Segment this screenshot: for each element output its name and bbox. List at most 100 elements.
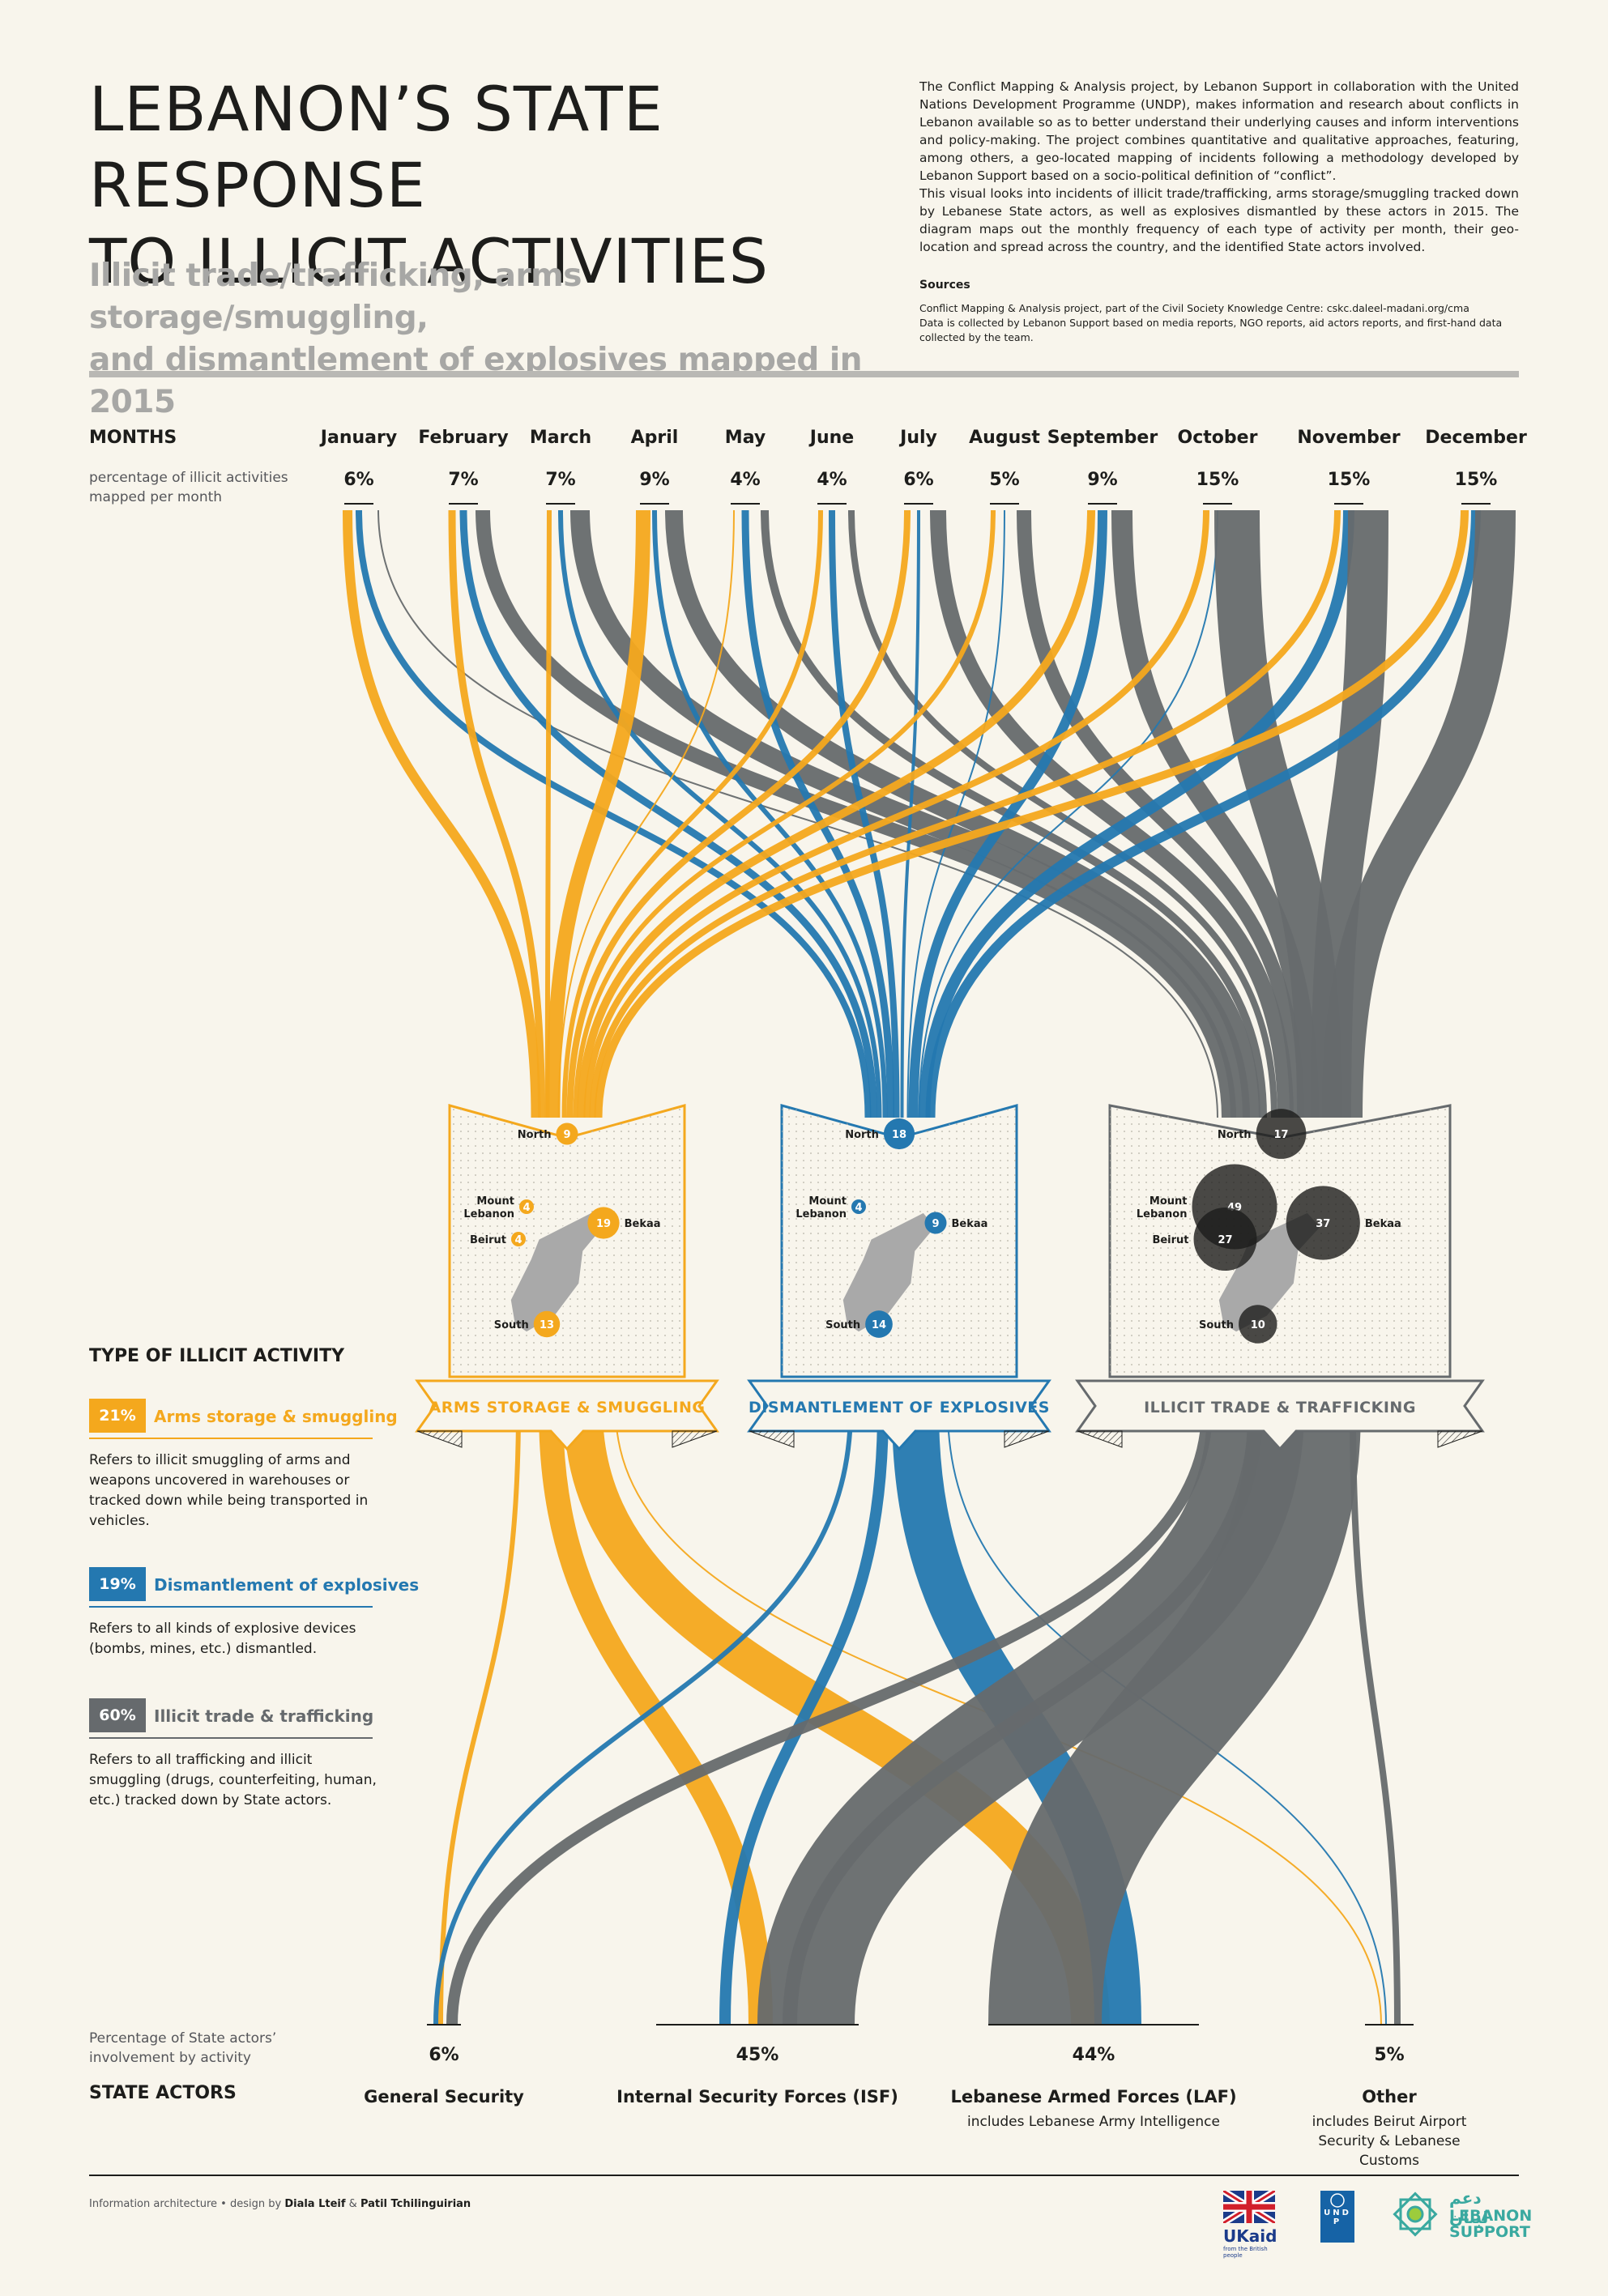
actor-name-1: Internal Security Forces (ISF) (616, 2087, 898, 2106)
flow-january-to-activity-1 (356, 509, 872, 1118)
flow-march-to-activity-0 (544, 509, 552, 1118)
legend-pct-badge-0: 21% (89, 1399, 146, 1433)
lebanon-support-name: LEBANON SUPPORT (1449, 2208, 1532, 2240)
region-label: South (1199, 1319, 1234, 1331)
region-bubble-beirut (1193, 1208, 1257, 1271)
actor-pct-2: 44% (1072, 2045, 1115, 2065)
legend-name-1: Dismantlement of explosives (154, 1575, 420, 1595)
month-label-april: April (630, 428, 679, 448)
region-label: North (845, 1129, 879, 1141)
lebanon-support-logo: دعم لبنان LEBANON SUPPORT (1389, 2187, 1532, 2251)
flow-february-to-activity-0 (448, 509, 545, 1118)
flow-activity-2-to-actor-1 (757, 1408, 1304, 2026)
region-value: 27 (1218, 1234, 1232, 1246)
sources-line-1: Conflict Mapping & Analysis project, par… (919, 302, 1469, 314)
flow-january-to-activity-0 (343, 509, 541, 1118)
lebanon-support-line-1: LEBANON (1449, 2207, 1533, 2225)
title-line-1: LEBANON’S STATE RESPONSE (89, 73, 663, 221)
month-pct-march: 7% (545, 470, 576, 490)
credit-prefix: Information architecture • design by (89, 2198, 282, 2210)
flow-july-to-activity-1 (900, 509, 920, 1118)
region-bubble-south (865, 1310, 893, 1338)
region-value: 4 (514, 1234, 522, 1246)
region-label: North (1218, 1129, 1252, 1141)
region-bubble-beirut (511, 1232, 526, 1246)
month-pct-november: 15% (1327, 470, 1371, 490)
region-label: Bekaa (625, 1218, 661, 1230)
intro-paragraph-1: The Conflict Mapping & Analysis project,… (919, 79, 1519, 183)
months-heading: MONTHS (89, 428, 177, 448)
legend-pct-badge-2: 60% (89, 1698, 146, 1732)
lebanon-support-arabic: دعم لبنان (1449, 2188, 1489, 2227)
actors-heading: STATE ACTORS (89, 2083, 237, 2103)
region-value: 9 (932, 1218, 939, 1230)
sources-text: Conflict Mapping & Analysis project, par… (919, 301, 1503, 345)
intro-paragraph-2: This visual looks into incidents of illi… (919, 186, 1519, 254)
actor-note-2: includes Lebanese Army Intelligence (967, 2114, 1220, 2130)
flow-june-to-activity-0 (561, 509, 823, 1118)
region-bubble-mount-lebanon (519, 1199, 534, 1214)
region-value: 4 (522, 1202, 530, 1214)
flow-september-to-activity-0 (577, 509, 1095, 1118)
actor-name-2: Lebanese Armed Forces (LAF) (950, 2087, 1237, 2106)
flow-april-to-activity-0 (545, 509, 650, 1118)
region-label: Mount (808, 1195, 847, 1208)
lebanon-support-emblem-icon (1393, 2192, 1438, 2237)
flow-may-to-activity-1 (741, 509, 894, 1118)
union-flag-icon (1221, 2187, 1277, 2226)
credit-line: Information architecture • design by Dia… (89, 2198, 471, 2210)
flow-november-to-activity-0 (589, 509, 1341, 1118)
month-label-august: August (969, 428, 1040, 448)
top-divider (89, 371, 1519, 377)
flow-september-to-activity-1 (908, 509, 1107, 1118)
month-pct-january: 6% (343, 470, 374, 490)
region-label: Beirut (470, 1234, 506, 1246)
sources-line-2: Data is collected by Lebanon Support bas… (919, 317, 1503, 343)
month-label-december: December (1425, 428, 1527, 448)
flow-march-to-activity-1 (558, 509, 882, 1118)
ukaid-logo: UKaid from the British people (1221, 2187, 1277, 2259)
flow-february-to-activity-1 (459, 509, 877, 1118)
months-subheading: percentage of illicit activities mapped … (89, 470, 288, 505)
flow-july-to-activity-0 (566, 509, 911, 1118)
region-label: Bekaa (1365, 1218, 1401, 1230)
month-label-june: June (809, 428, 855, 448)
month-pct-september: 9% (1087, 470, 1118, 490)
region-value: 19 (596, 1218, 611, 1230)
region-value: 18 (892, 1129, 906, 1141)
activity-label-2: ILLICIT TRADE & TRAFFICKING (1144, 1399, 1416, 1416)
region-bubble-south (533, 1310, 561, 1338)
designer-1: Diala Lteif (284, 2198, 346, 2210)
month-label-september: September (1047, 428, 1158, 448)
region-bubble-bekaa (587, 1207, 620, 1239)
activity-banner-1 (747, 1379, 1051, 1451)
month-label-january: January (320, 428, 398, 448)
flow-august-to-activity-2 (1017, 509, 1304, 1118)
sources-heading: Sources (919, 279, 970, 292)
month-pct-may: 4% (730, 470, 761, 490)
legend-name-2: Illicit trade & trafficking (154, 1706, 374, 1726)
flow-may-to-activity-0 (557, 509, 735, 1118)
flow-november-to-activity-1 (919, 509, 1354, 1118)
region-bubble-bekaa (1286, 1186, 1360, 1260)
region-label: Mount (1149, 1195, 1188, 1208)
region-bubble-north (556, 1122, 578, 1145)
month-pct-june: 4% (817, 470, 847, 490)
month-label-march: March (529, 428, 592, 448)
month-label-may: May (724, 428, 766, 448)
flow-activity-1-to-actor-1 (719, 1408, 889, 2026)
activity-label-0: ARMS STORAGE & SMUGGLING (429, 1399, 706, 1416)
region-label: Lebanon (795, 1208, 847, 1220)
month-pct-february: 7% (448, 470, 479, 490)
region-value: 13 (540, 1319, 554, 1331)
flow-april-to-activity-1 (652, 509, 888, 1118)
flow-activity-2-to-actor-2 (988, 1408, 1361, 2026)
region-label: Beirut (1152, 1234, 1188, 1246)
month-pct-october: 15% (1196, 470, 1239, 490)
flow-august-to-activity-0 (573, 509, 996, 1118)
title-line-2: TO ILLICIT ACTIVITIES (89, 225, 770, 297)
